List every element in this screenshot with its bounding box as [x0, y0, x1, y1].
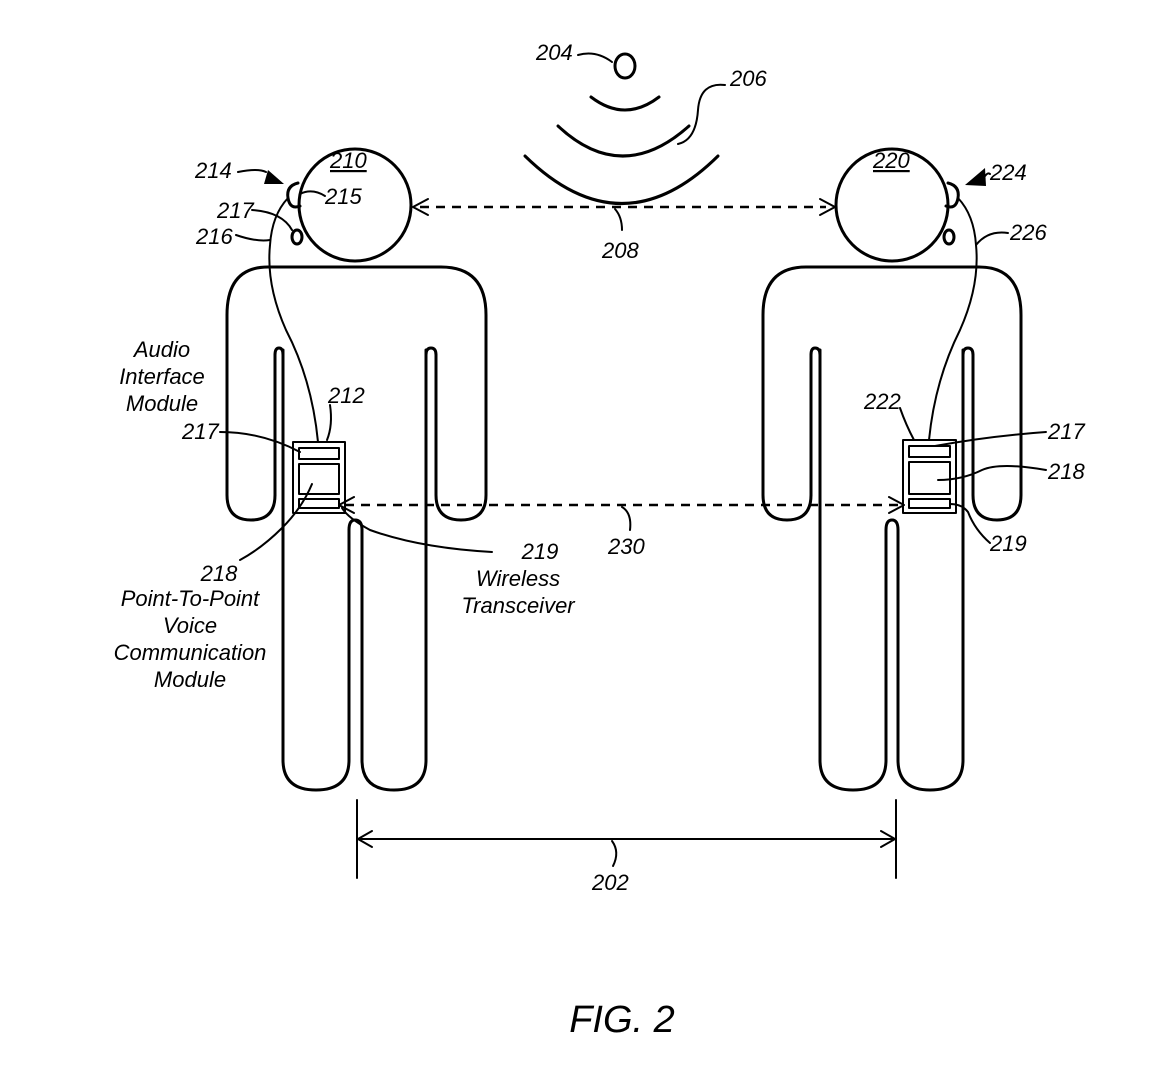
- label-222: 222: [863, 389, 901, 414]
- label-220: 220: [872, 148, 910, 173]
- arrow-224: [965, 168, 986, 186]
- callout-audio-interface-line3: Module: [126, 391, 198, 416]
- module-212-slot-217: [298, 447, 340, 460]
- module-222: [902, 439, 957, 514]
- callout-p2p-line1: Point-To-Point: [121, 586, 260, 611]
- label-224: 224: [989, 160, 1027, 185]
- leader-218-right: [937, 465, 1047, 481]
- crotch-220: [884, 518, 900, 532]
- module-212-slot-219: [298, 498, 340, 509]
- wave-arc-inner: [589, 95, 661, 112]
- callout-p2p-line4: Module: [154, 667, 226, 692]
- leader-222: [899, 407, 915, 441]
- leader-202: [611, 840, 618, 867]
- label-217-left: 217: [181, 419, 219, 444]
- leader-216: [235, 234, 271, 242]
- torso-legs-220: [809, 348, 965, 792]
- head-220: [834, 147, 950, 263]
- label-206: 206: [729, 66, 767, 91]
- module-212-slot-218: [298, 463, 340, 495]
- label-216: 216: [195, 224, 233, 249]
- label-210: 210: [329, 148, 367, 173]
- arm-inner-left-220: [809, 346, 822, 357]
- callout-audio-interface-line2: Interface: [119, 364, 205, 389]
- label-218-left: 218: [200, 561, 238, 586]
- label-230: 230: [607, 534, 645, 559]
- leader-217-right: [934, 431, 1047, 447]
- leader-204: [577, 52, 613, 63]
- wave-arc-outer: [523, 154, 720, 205]
- dimension-arrow-left: [357, 830, 373, 848]
- leader-217-left-top: [251, 209, 293, 231]
- module-212: [292, 441, 346, 514]
- signal-source-204: [613, 52, 637, 80]
- leader-219-left: [341, 507, 493, 553]
- leader-230: [621, 506, 632, 531]
- arm-inner-right-220: [961, 346, 975, 357]
- label-214: 214: [194, 158, 232, 183]
- callout-p2p-line2: Voice: [163, 613, 217, 638]
- link-230-arrow-left: [338, 496, 355, 514]
- leader-208: [614, 208, 623, 231]
- module-222-slot-219: [908, 498, 951, 509]
- label-219-left: 219: [521, 539, 559, 564]
- leader-218-left: [239, 483, 313, 561]
- label-218-right: 218: [1047, 459, 1085, 484]
- microphone-217-left: [290, 228, 304, 246]
- torso-legs-210: [273, 348, 428, 792]
- arm-inner-left-210: [273, 346, 285, 357]
- leader-212: [326, 404, 332, 441]
- label-219-right: 219: [989, 531, 1027, 556]
- leader-206: [677, 83, 726, 145]
- arrow-214: [264, 170, 284, 184]
- link-208-arrow-right: [819, 198, 836, 216]
- person-220: [761, 147, 1023, 792]
- label-202: 202: [591, 870, 629, 895]
- cable-216: [268, 197, 319, 443]
- person-210: [225, 147, 488, 792]
- label-215: 215: [324, 184, 362, 209]
- label-204: 204: [535, 40, 573, 65]
- label-212: 212: [327, 383, 365, 408]
- link-230-arrow-right: [888, 496, 905, 514]
- callout-wireless-line2: Transceiver: [461, 593, 576, 618]
- label-217-top-left: 217: [216, 198, 254, 223]
- callout-wireless-line1: Wireless: [476, 566, 560, 591]
- figure-caption: FIG. 2: [569, 999, 675, 1041]
- label-217-right: 217: [1047, 419, 1085, 444]
- leader-214: [237, 169, 267, 173]
- wave-arc-middle: [556, 124, 691, 158]
- dimension-arrow-right: [880, 830, 896, 848]
- body-outline-220: [761, 265, 1023, 522]
- leader-215: [299, 190, 326, 197]
- callout-audio-interface-line1: Audio: [132, 337, 190, 362]
- link-208-arrow-left: [412, 198, 429, 216]
- cable-226: [928, 197, 978, 441]
- leader-224: [984, 172, 991, 177]
- leader-219-right: [949, 503, 991, 544]
- label-208: 208: [601, 238, 639, 263]
- body-outline-210: [225, 265, 488, 522]
- label-226: 226: [1009, 220, 1047, 245]
- microphone-217-right: [942, 228, 956, 246]
- leader-226: [975, 231, 1009, 246]
- leader-217-left: [219, 431, 301, 453]
- callout-p2p-line3: Communication: [114, 640, 267, 665]
- module-222-slot-217: [908, 445, 951, 458]
- module-222-slot-218: [908, 461, 951, 495]
- arm-inner-right-210: [424, 346, 438, 357]
